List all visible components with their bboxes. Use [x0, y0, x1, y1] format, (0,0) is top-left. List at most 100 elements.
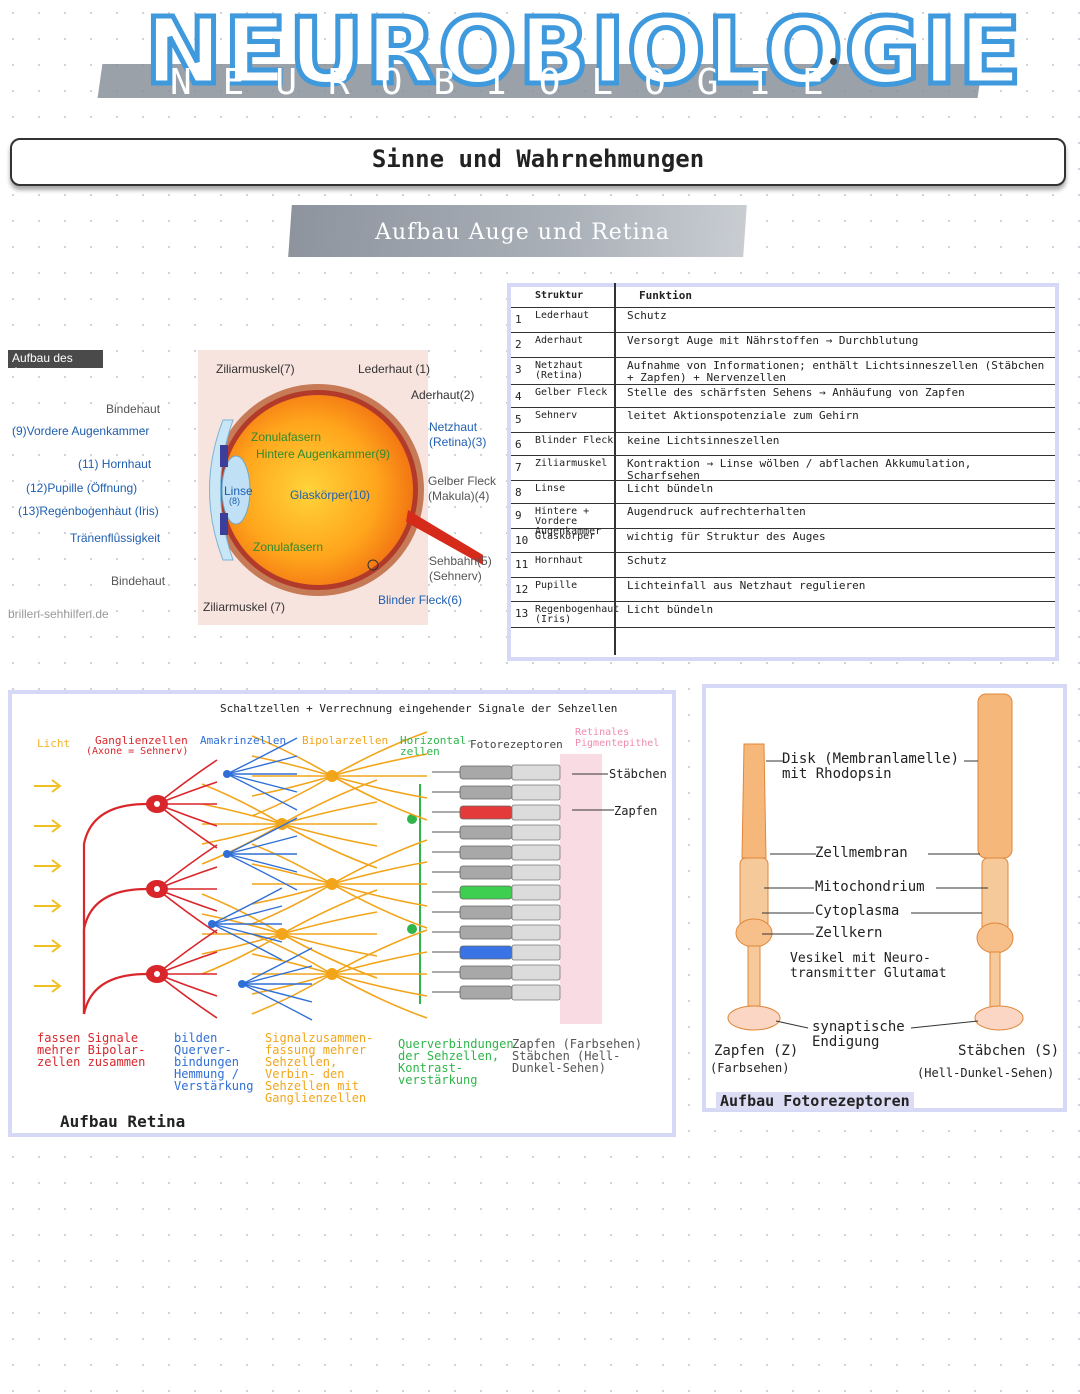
- bipolar-dendrite: [331, 839, 428, 885]
- iris-top: [220, 445, 228, 467]
- ganglion-dendrite: [156, 759, 218, 805]
- bipolar-dendrite: [281, 823, 378, 869]
- amacrine-process: [241, 983, 313, 1003]
- photoreceptor-outer: [511, 844, 561, 861]
- bipolar-axon: [251, 755, 333, 777]
- retina-diagram: [34, 731, 614, 1024]
- row-number: 8: [515, 486, 522, 499]
- row-function: keine Lichtsinneszellen: [627, 434, 780, 447]
- photoreceptor-body: [459, 765, 513, 780]
- retina-top-note: Schaltzellen + Verrechnung eingehender S…: [220, 702, 618, 715]
- row-function: leitet Aktionspotenziale zum Gehirn: [627, 409, 859, 422]
- row-number: 4: [515, 390, 522, 403]
- label-zonulafasern-top: Zonulafasern: [251, 430, 322, 444]
- cone-nucleus: [735, 918, 773, 948]
- label-linse: Linse: [224, 484, 253, 498]
- amacrine-process: [211, 923, 283, 943]
- cone-outer-segment: [741, 743, 767, 859]
- label-licht: Licht: [37, 737, 71, 750]
- row-number: 2: [515, 338, 522, 351]
- amacrine-process: [241, 983, 313, 1021]
- bipolar-axon: [201, 803, 283, 825]
- amacrine-process: [226, 817, 298, 855]
- row-structure: Blinder Fleck: [535, 435, 614, 446]
- bipolar-axon: [251, 775, 333, 817]
- label-vesikel: Vesikel mit Neuro- transmitter Glutamat: [790, 951, 947, 981]
- table-header-row: Struktur Funktion: [511, 287, 1055, 308]
- label-horizontalzellen: Horizontal- zellen: [400, 734, 473, 758]
- bipolar-dendrite: [281, 911, 378, 935]
- photoreceptor-body: [459, 905, 513, 920]
- label-zellkern: Zellkern: [815, 925, 883, 941]
- photoreceptor-outer: [511, 824, 561, 841]
- title-dot: [830, 58, 837, 65]
- horizontal-cell: [407, 924, 417, 934]
- label-zonulafasern-bottom: Zonulafasern: [253, 540, 324, 554]
- amacrine-process: [226, 773, 298, 811]
- amacrine-process: [226, 755, 298, 775]
- label-traenenfluessigkeit: Tränenflüssigkeit: [70, 531, 161, 545]
- photoreceptor-outer: [511, 804, 561, 821]
- photoreceptor-outer: [511, 964, 561, 981]
- subject-box: [10, 138, 1066, 186]
- rod-nucleus: [976, 922, 1014, 954]
- bipolar-axon: [201, 783, 283, 825]
- photoreceptor-body: [459, 805, 513, 820]
- bipolar-dendrite: [281, 779, 378, 825]
- ganglion-axon: [82, 802, 148, 1014]
- amacrine-process: [226, 835, 298, 855]
- row-structure: Pupille: [535, 580, 578, 591]
- row-function: Schutz: [627, 309, 667, 322]
- label-bindehaut-top: Bindehaut: [106, 402, 161, 416]
- bipolar-dendrite: [331, 929, 428, 975]
- photoreceptor-body: [459, 965, 513, 980]
- label-regenbogenhaut: (13)Regenbogenhaut (Iris): [18, 504, 159, 518]
- row-structure: Lederhaut: [535, 310, 590, 321]
- row-number: 3: [515, 363, 522, 376]
- light-arrow: [34, 939, 62, 953]
- bipolar-dendrite: [331, 775, 428, 821]
- row-structure: Sehnerv: [535, 410, 578, 421]
- bipolar-axon: [251, 973, 333, 1015]
- row-function: Lichteinfall aus Netzhaut regulieren: [627, 579, 866, 592]
- pointer-synapse: [775, 1020, 809, 1029]
- bipolar-dendrite: [281, 933, 378, 979]
- row-function: Stelle des schärfsten Sehens → Anhäufung…: [627, 386, 965, 399]
- ganglion-nucleus: [154, 801, 160, 807]
- photoreceptor-outer: [511, 764, 561, 781]
- row-function: Versorgt Auge mit Nährstoffen → Durchblu…: [627, 334, 919, 347]
- cone-synapse: [727, 1005, 781, 1031]
- row-structure: Linse: [535, 483, 566, 494]
- bipolar-dendrite: [331, 731, 428, 777]
- ganglion-dendrite: [156, 844, 218, 890]
- bipolar-axon: [251, 863, 333, 885]
- retina-zoom-marker: [367, 559, 379, 571]
- photoreceptor-body: [459, 885, 513, 900]
- bipolar-axon: [201, 893, 283, 935]
- ganglion-axon: [82, 887, 148, 1014]
- ganglion-nucleus: [154, 971, 160, 977]
- label-sehnerv: (Sehnerv): [429, 569, 482, 583]
- photoreceptor-outer: [511, 784, 561, 801]
- row-function: Schutz: [627, 554, 667, 567]
- amacrine-process: [241, 947, 313, 985]
- bipolar-dendrite: [331, 973, 428, 1019]
- eye-figure-source: brillen-sehhilfen.de: [8, 607, 109, 621]
- horizontal-cell: [407, 814, 417, 824]
- photoreceptor-body: [459, 985, 513, 1000]
- row-structure: Glaskörper: [535, 531, 596, 542]
- label-amakrinzellen: Amakrinzellen: [200, 734, 287, 747]
- bipolar-axon: [251, 933, 333, 975]
- label-netzhaut: Netzhaut: [429, 420, 478, 434]
- subject-title: Sinne und Wahrnehmungen: [371, 145, 705, 173]
- ganglion-axon: [82, 972, 148, 1015]
